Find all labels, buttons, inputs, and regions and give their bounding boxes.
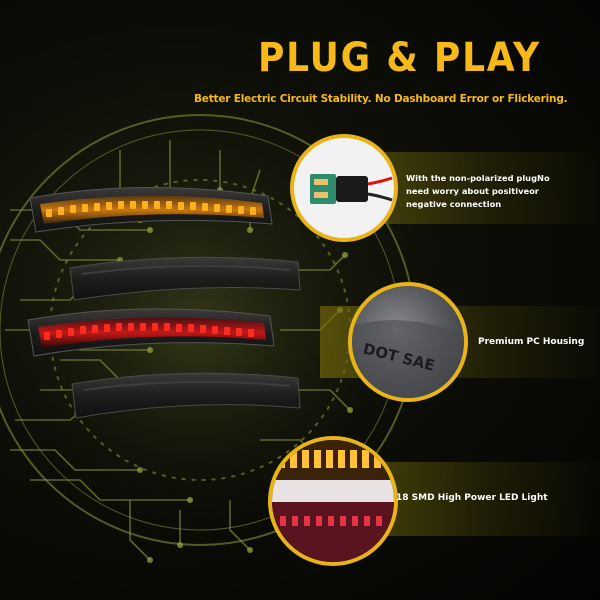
amber-led-row	[46, 201, 256, 217]
red-marker-lit	[27, 308, 275, 357]
led-image-circle	[268, 436, 398, 566]
feature-plug-line-2: need worry about positiveor	[406, 186, 539, 196]
plug-image-circle	[290, 134, 398, 242]
circuit-traces	[5, 140, 380, 561]
feature-led-text: 18 SMD High Power LED Light	[396, 493, 548, 503]
housing-image-circle: DOT SAE	[348, 282, 468, 402]
red-led-row	[44, 323, 254, 340]
led-strip-icon	[272, 440, 394, 562]
page-title: PLUG & PLAY	[258, 35, 541, 81]
amber-marker-lit	[29, 187, 273, 233]
feature-plug-text: With the non-polarized plugNo need worry…	[406, 172, 596, 211]
pc-housing-icon: DOT SAE	[352, 320, 464, 398]
plug-connector-icon	[310, 174, 393, 204]
feature-housing-text: Premium PC Housing	[478, 337, 585, 347]
feature-plug-line-3: negative connection	[406, 199, 502, 209]
page-subtitle: Better Electric Circuit Stability. No Da…	[194, 93, 568, 105]
feature-plug-line-1: With the non-polarized plugNo	[406, 173, 550, 183]
smoked-marker-2	[71, 372, 301, 419]
feature-housing: DOT SAE Premium PC Housing	[280, 282, 600, 402]
feature-led: 18 SMD High Power LED Light	[268, 436, 600, 566]
smoked-marker-1	[69, 256, 301, 301]
feature-plug: With the non-polarized plugNo need worry…	[280, 134, 600, 242]
